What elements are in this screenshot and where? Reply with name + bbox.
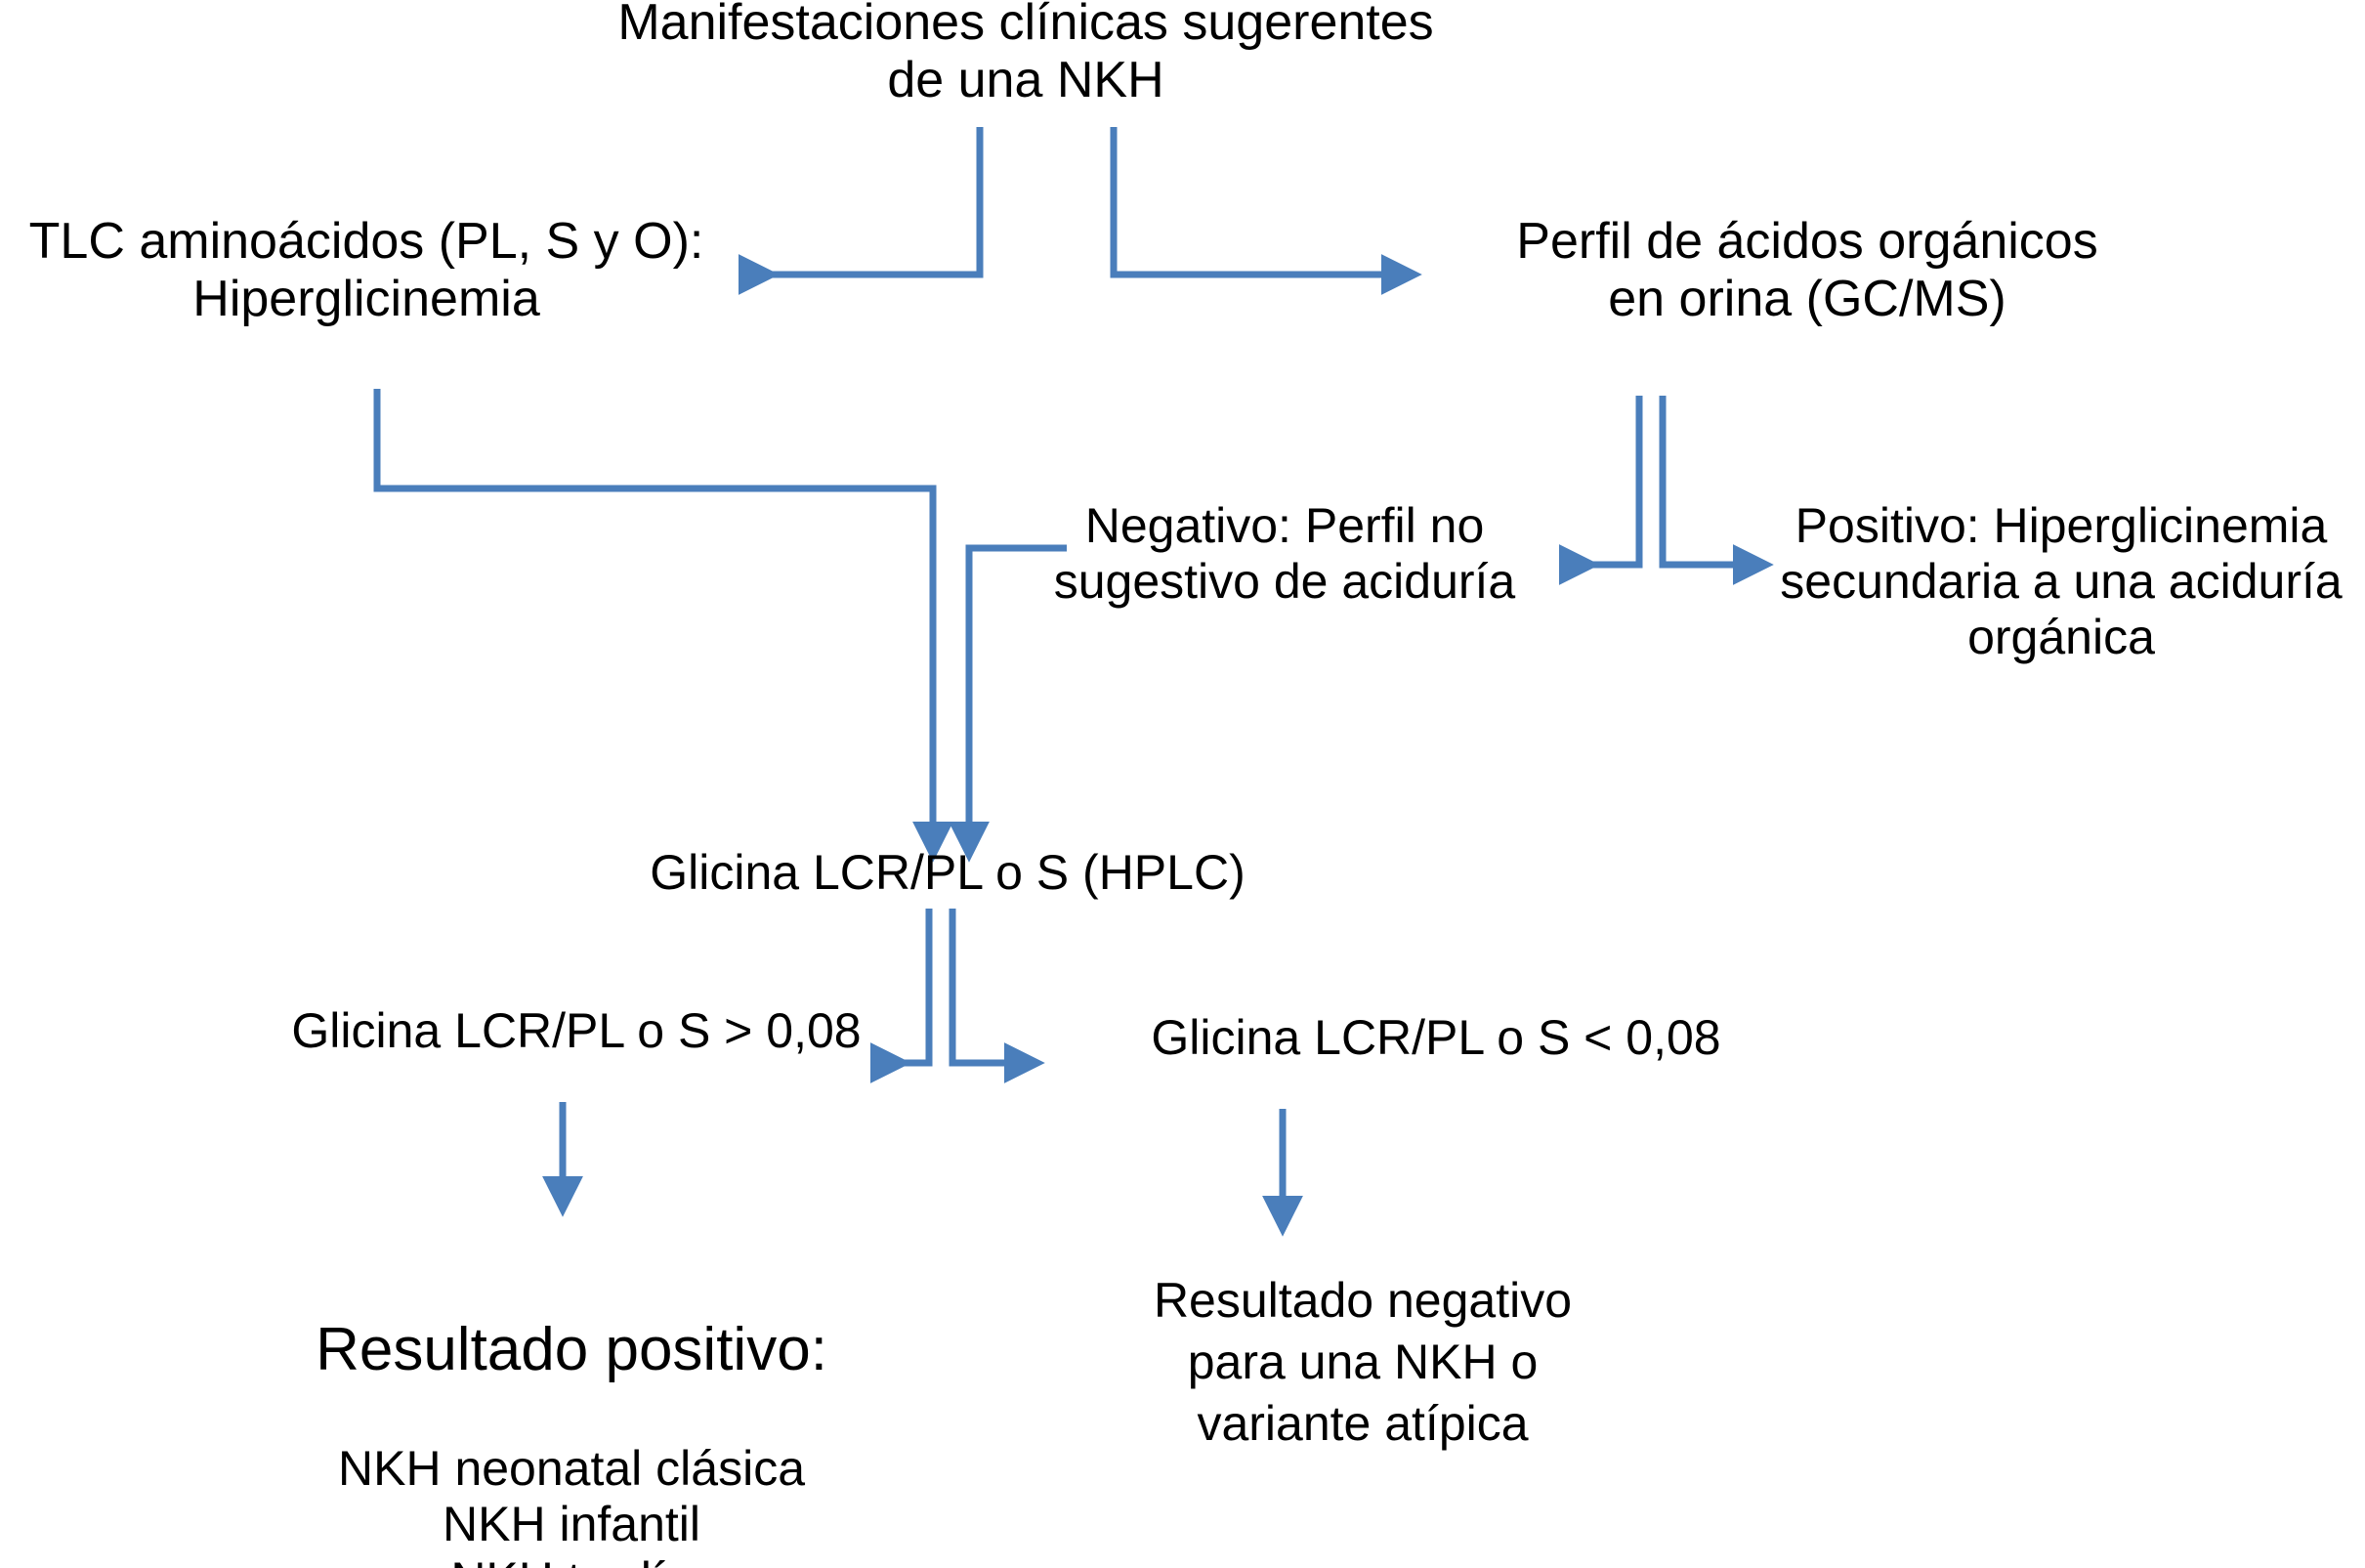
node-resultado-negativo: Resultado negativo para una NKH o varian… <box>1153 1273 1573 1451</box>
resultado-positivo-headline: Resultado positivo: <box>316 1316 827 1383</box>
node-glicina-ratio-mayor: Glicina LCR/PL o S > 0,08 <box>291 1003 862 1058</box>
connector-title-to-perfil <box>1110 127 1422 295</box>
node-positivo-hiperglicinemia: Positivo: Hiperglicinemia secundaria a u… <box>1780 498 2343 664</box>
node-glicina-lcr-hplc: Glicina LCR/PL o S (HPLC) <box>650 845 1246 900</box>
node-perfil-acidos-organicos: Perfil de ácidos orgánicos en orina (GC/… <box>1516 213 2098 328</box>
node-negativo-perfil: Negativo: Perfil no sugestivo de acidurí… <box>1053 498 1516 609</box>
resultado-positivo-items: NKH neonatal clásica NKH infantil NKH ta… <box>337 1441 806 1568</box>
node-resultado-positivo: Resultado positivo: NKH neonatal clásica… <box>230 1258 913 1568</box>
connector-glicina-to-lt <box>949 909 1045 1083</box>
connector-perfil-to-positivo <box>1659 396 1774 585</box>
connector-title-to-tlc <box>738 127 984 295</box>
node-glicina-ratio-menor: Glicina LCR/PL o S < 0,08 <box>1151 1010 1721 1065</box>
node-tlc-aminoacidos: TLC aminoácidos (PL, S y O): Hiperglicin… <box>28 213 704 328</box>
connector-perfil-to-negativo <box>1558 396 1643 585</box>
connector-tlc-to-glicina <box>373 389 953 863</box>
node-manifestaciones-clinicas: Manifestaciones clínicas sugerentes de u… <box>617 0 1434 109</box>
